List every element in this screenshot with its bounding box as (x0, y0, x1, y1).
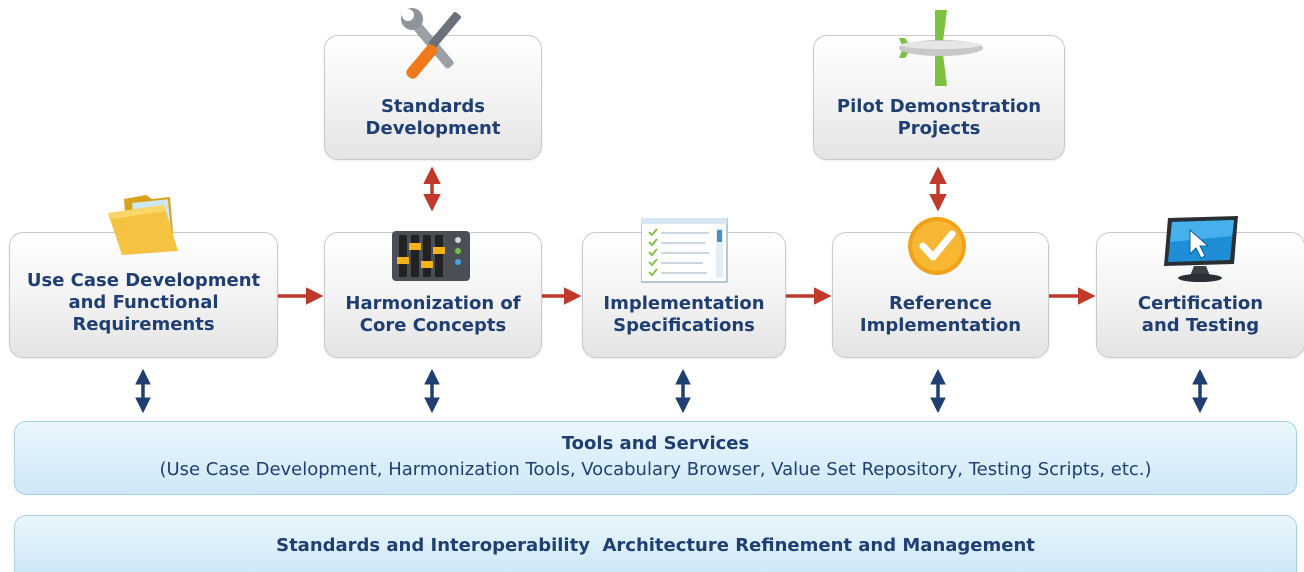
checklist-icon (641, 218, 728, 283)
tools-services-subtitle: (Use Case Development, Harmonization Too… (159, 459, 1152, 480)
implementation-line1: Implementation (603, 293, 765, 314)
architecture-title: Standards and Interoperability Architect… (276, 535, 1035, 556)
use-case-line3: Requirements (72, 314, 215, 335)
harmonization-line1: Harmonization of (345, 293, 521, 314)
tools-icon (401, 8, 461, 79)
use-case-line1: Use Case Development (26, 270, 261, 291)
pilot-line1: Pilot Demonstration (836, 96, 1042, 117)
folder-icon (108, 195, 178, 255)
implementation-line2: Specifications (613, 315, 755, 336)
equalizer-icon (392, 231, 470, 281)
use-case-line2: and Functional (68, 292, 219, 313)
monitor-icon (1164, 216, 1238, 282)
tools-services-band: Tools and Services (Use Case Development… (14, 421, 1297, 495)
reference-line1: Reference (889, 293, 992, 314)
checkmark-icon (908, 217, 966, 275)
standards-line2: Development (365, 118, 501, 139)
tools-services-title: Tools and Services (561, 433, 750, 454)
certification-line1: Certification (1137, 293, 1264, 314)
airplane-icon (899, 10, 983, 86)
harmonization-line2: Core Concepts (359, 315, 507, 336)
reference-line2: Implementation (859, 315, 1022, 336)
architecture-band: Standards and Interoperability Architect… (14, 515, 1297, 572)
certification-line2: and Testing (1141, 315, 1260, 336)
standards-line1: Standards (380, 96, 486, 117)
pilot-line2: Projects (897, 118, 981, 139)
